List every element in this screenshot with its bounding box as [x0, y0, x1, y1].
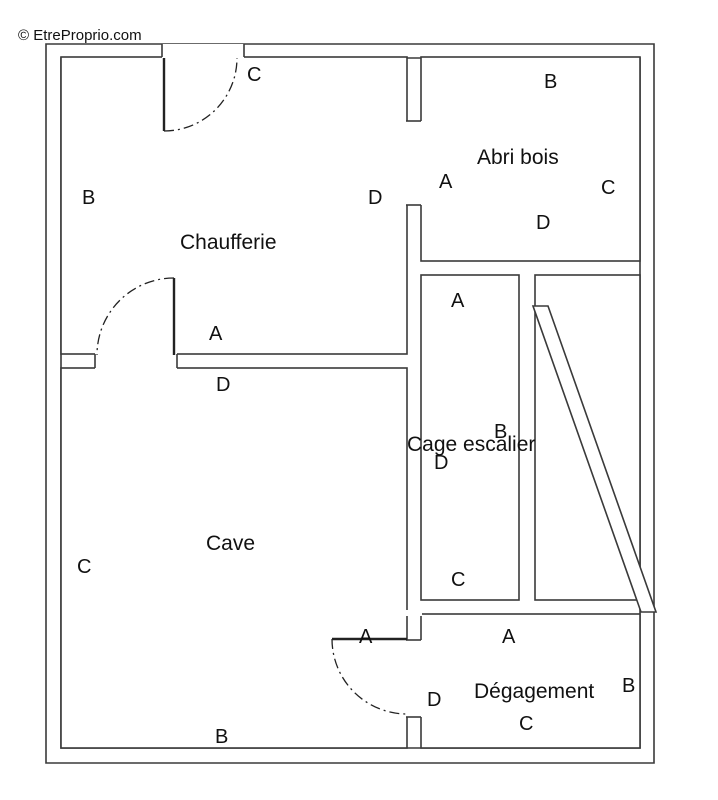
door-swing-arc	[331, 638, 408, 715]
wall-letter-abri-bois-c: C	[601, 177, 615, 199]
wall-letter-chaufferie-a: A	[209, 323, 223, 345]
wall-letter-cave-b: B	[215, 726, 228, 748]
wall-letter-degagement-b: B	[622, 675, 635, 697]
doors	[96, 57, 408, 715]
passage-chaufferie-abri	[406, 121, 422, 205]
wall-letter-degagement-a: A	[502, 626, 516, 648]
door-opening-cave-degagement	[406, 640, 422, 717]
door-swing-arc	[163, 57, 238, 132]
room-cave	[60, 367, 408, 749]
wall-openings	[95, 44, 422, 717]
room-abri-bois	[420, 56, 641, 262]
wall-letter-chaufferie-b: B	[82, 187, 95, 209]
room-name-cage-escalier: Cage escalier	[407, 433, 535, 456]
wall-letter-cage-escalier-b: B	[494, 421, 507, 443]
wall-letter-cave-d: D	[216, 374, 230, 396]
stair-diagonal	[531, 305, 658, 613]
door-cave-degagement	[331, 637, 408, 715]
room-cage-escalier	[420, 274, 520, 601]
wall-letter-chaufferie-c: C	[247, 64, 261, 86]
wall-letter-abri-bois-b: B	[544, 71, 557, 93]
room-labels: Chaufferie Abri bois Cage escalier Cave …	[180, 146, 594, 703]
door-swing-arc	[96, 277, 175, 356]
rooms	[60, 56, 641, 749]
door-chaufferie-cave	[96, 277, 176, 356]
wall-letter-chaufferie-d: D	[368, 187, 382, 209]
room-name-abri-bois: Abri bois	[477, 146, 559, 169]
opening-jambs	[94, 44, 421, 718]
wall-letter-cage-escalier-a: A	[451, 290, 465, 312]
wall-letter-abri-bois-d: D	[536, 212, 550, 234]
wall-letters: A B C D A B C D A B C D A B C D A B C D	[77, 64, 635, 748]
watermark: © EtreProprio.com	[18, 27, 142, 44]
wall-letter-cave-c: C	[77, 556, 91, 578]
door-opening-top	[162, 44, 244, 58]
door-top	[162, 57, 238, 132]
wall-letter-cage-escalier-d: D	[434, 452, 448, 474]
wall-letter-cave-a: A	[359, 626, 373, 648]
wall-letter-degagement-c: C	[519, 713, 533, 735]
door-opening-chaufferie-cave	[95, 353, 177, 369]
wall-letter-degagement-d: D	[427, 689, 441, 711]
corridor-gap-lower	[406, 610, 422, 616]
room-chaufferie	[60, 56, 408, 355]
wall-letter-abri-bois-a: A	[439, 171, 453, 193]
room-degagement	[420, 613, 641, 749]
room-name-cave: Cave	[206, 532, 255, 555]
wall-letter-cage-escalier-c: C	[451, 569, 465, 591]
room-name-chaufferie: Chaufferie	[180, 231, 277, 254]
room-name-degagement: Dégagement	[474, 680, 594, 703]
